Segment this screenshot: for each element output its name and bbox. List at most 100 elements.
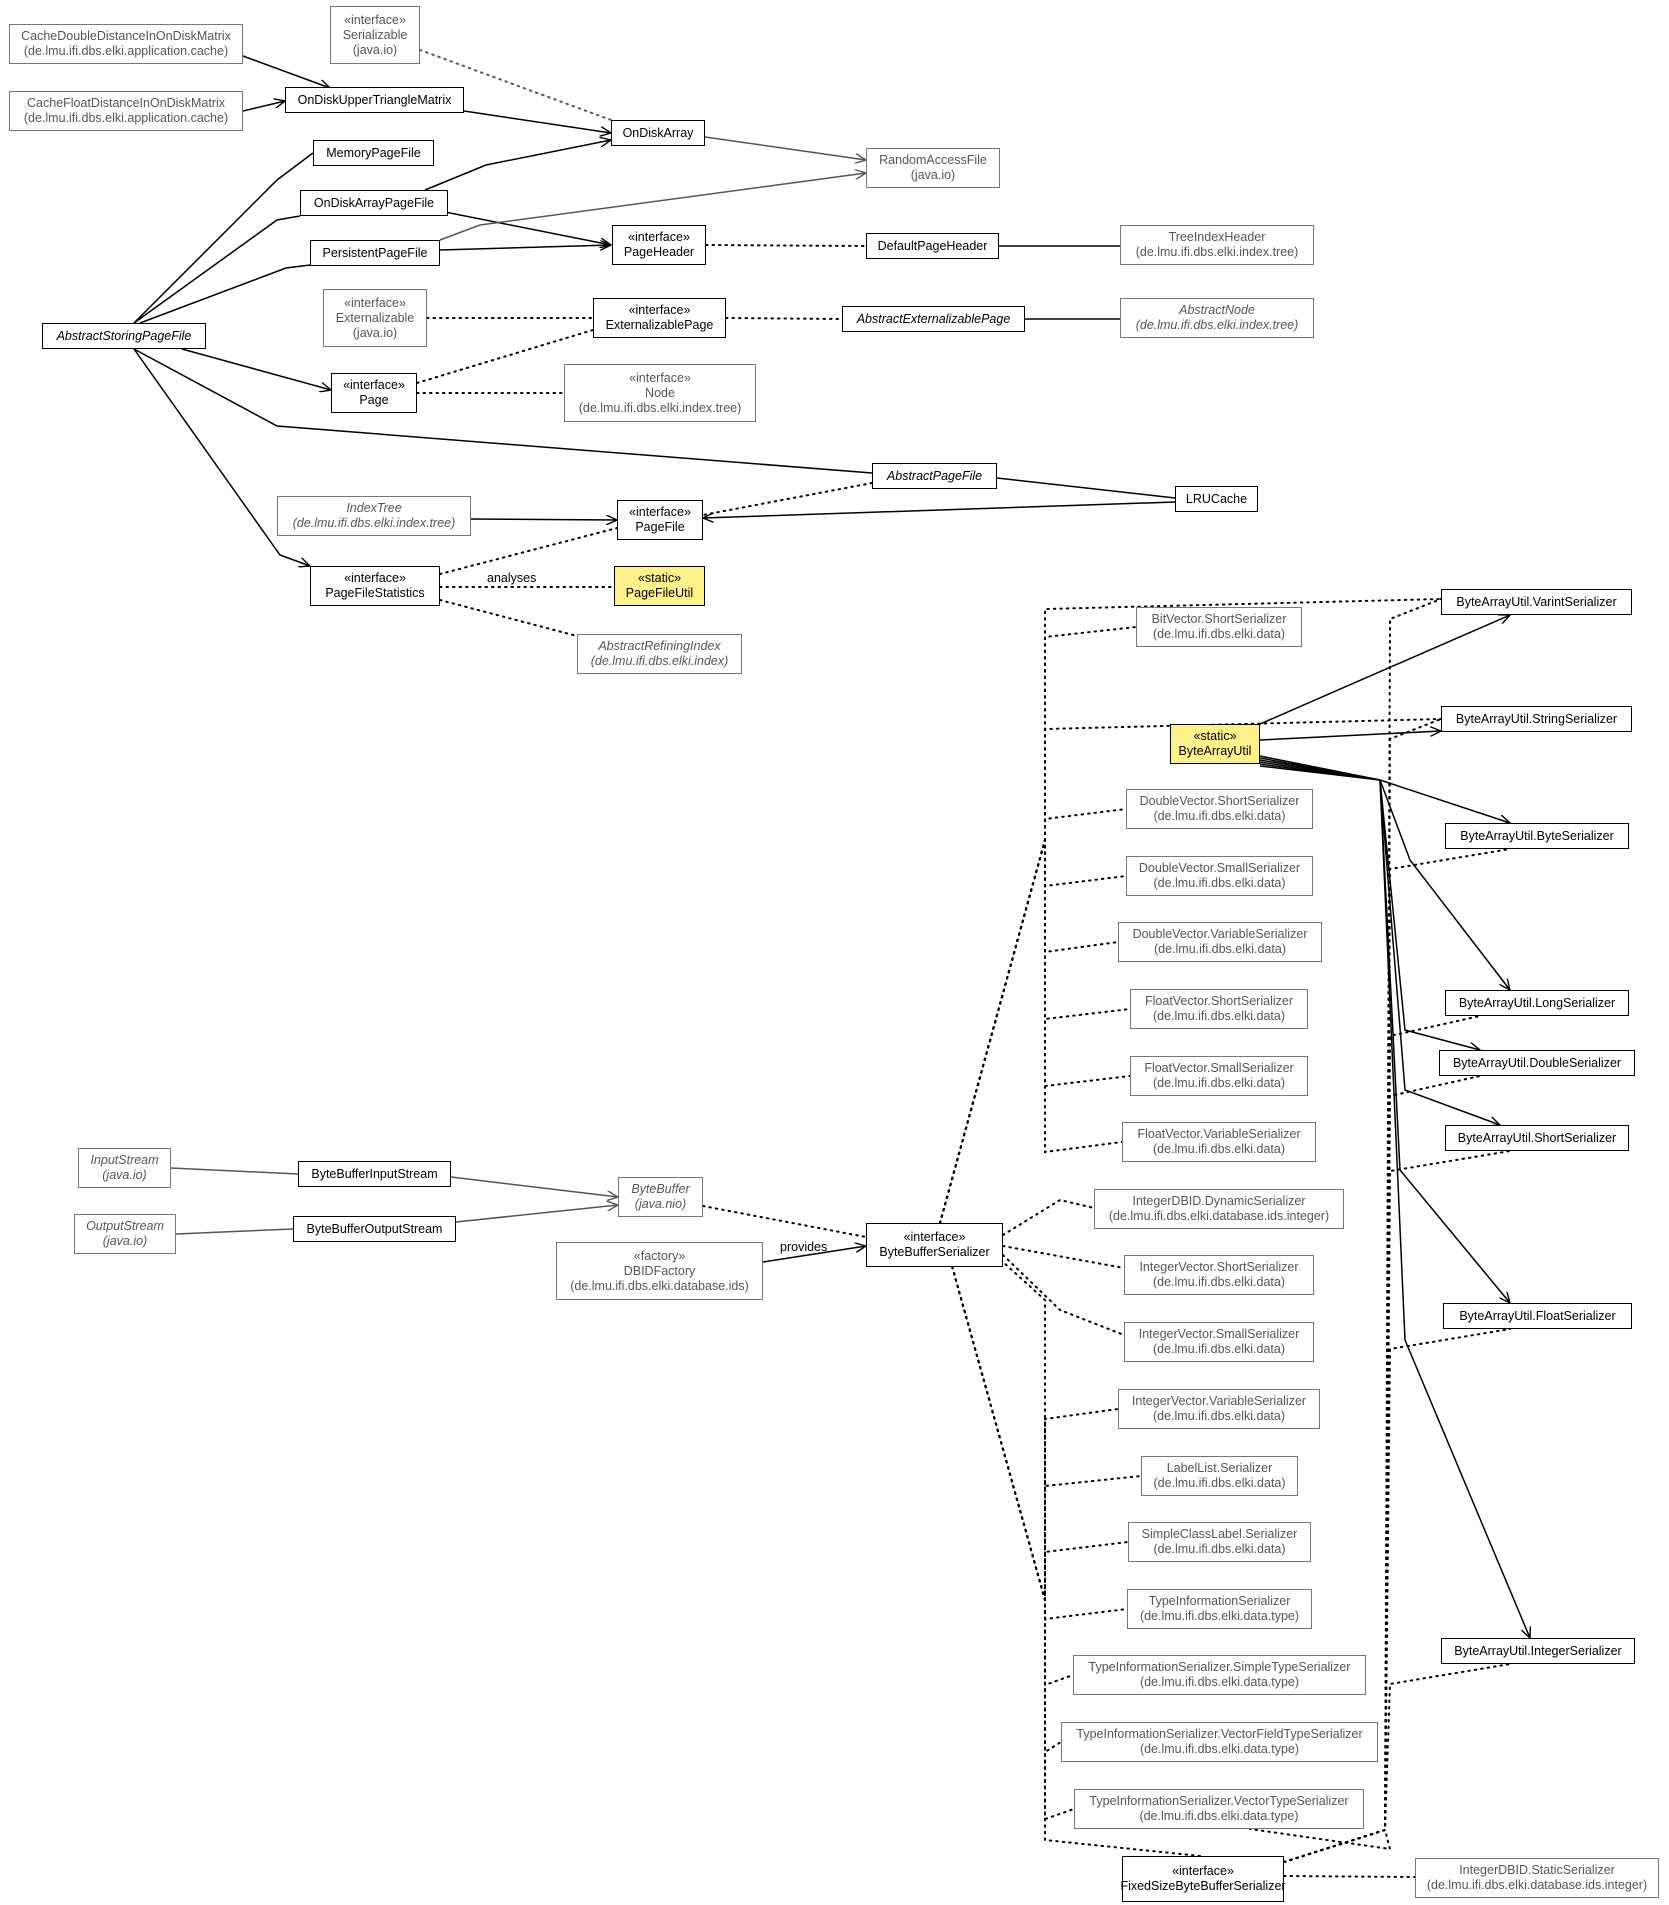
class-node-line: «interface» <box>1172 1864 1234 1878</box>
class-node-abstract-node: AbstractNode(de.lmu.ifi.dbs.elki.index.t… <box>1120 298 1314 338</box>
class-node-line: ByteArrayUtil.VarintSerializer <box>1456 594 1617 609</box>
class-node-line: OutputStream <box>86 1219 164 1233</box>
class-node-line: (de.lmu.ifi.dbs.elki.data.type) <box>1139 1809 1299 1823</box>
edge-bau-long <box>1259 757 1510 990</box>
class-node-line: PageFileUtil <box>625 586 694 600</box>
class-node-on-disk-upper: OnDiskUpperTriangleMatrix <box>285 87 464 113</box>
edge-asp-page <box>181 348 331 390</box>
class-node-line: (de.lmu.ifi.dbs.elki.data) <box>1152 1142 1285 1156</box>
class-node-line: (de.lmu.ifi.dbs.elki.data) <box>1152 1076 1285 1090</box>
class-node-line: Page <box>359 393 389 407</box>
edge-bau-short <box>1259 761 1500 1125</box>
class-node-line: BitVector.ShortSerializer <box>1151 612 1287 626</box>
class-node-input-stream: InputStream(java.io) <box>78 1148 171 1188</box>
class-node-line: TypeInformationSerializer.VectorTypeSeri… <box>1089 1794 1349 1808</box>
class-node-line: «static» <box>1193 729 1237 743</box>
class-node-float-serializer: ByteArrayUtil.FloatSerializer <box>1443 1303 1632 1329</box>
class-node-line: «interface» <box>344 571 406 585</box>
edge-bbs-intvecsmall <box>1002 1254 1125 1336</box>
edge-bbs-integer-vector-variable <box>939 1222 1119 1601</box>
class-node-line: TypeInformationSerializer.SimpleTypeSeri… <box>1088 1660 1351 1674</box>
edge-cache-double-upper <box>231 51 330 88</box>
edge-label-provides: provides <box>780 1240 828 1254</box>
class-node-on-disk-array-page-file: OnDiskArrayPageFile <box>300 190 448 216</box>
edge-label-analyses: analyses <box>487 571 537 585</box>
edge-serializable-ondiskarray <box>419 49 612 121</box>
edge-extpage-abstractextpage <box>725 317 843 320</box>
class-node-abstract-page-file: AbstractPageFile <box>872 463 997 489</box>
edge-fixed-type-info-vector <box>1249 1828 1392 1863</box>
edge-fixedsize-dbidstatic <box>1283 1875 1416 1878</box>
class-node-line: «interface» <box>628 303 691 317</box>
class-node-line: RandomAccessFile <box>879 153 987 167</box>
class-node-line: AbstractRefiningIndex <box>598 639 721 653</box>
class-node-line: (de.lmu.ifi.dbs.elki.index.tree) <box>578 400 742 415</box>
edge-dbidfactory-bbserializer <box>762 1246 866 1263</box>
class-node-abstract-refining-index: AbstractRefiningIndex(de.lmu.ifi.dbs.elk… <box>577 634 742 674</box>
edge-abstractpagefile-lru <box>996 477 1176 499</box>
edge-pageheader-default <box>705 244 867 247</box>
class-node-line: (de.lmu.ifi.dbs.elki.data) <box>1153 1476 1286 1490</box>
class-node-type-info-vector-field: TypeInformationSerializer.VectorFieldTyp… <box>1061 1722 1378 1762</box>
class-node-line: LabelList.Serializer <box>1166 1461 1273 1475</box>
class-node-line: (de.lmu.ifi.dbs.elki.data) <box>1152 1342 1285 1356</box>
class-node-double-vector-short: DoubleVector.ShortSerializer(de.lmu.ifi.… <box>1126 789 1313 829</box>
edge-bbs-type-info-serializer <box>939 1222 1128 1621</box>
class-node-line: (de.lmu.ifi.dbs.elki.data) <box>1152 627 1285 641</box>
edge-abstractpagefile-pagefile <box>702 482 873 516</box>
class-node-index-tree: IndexTree(de.lmu.ifi.dbs.elki.index.tree… <box>277 496 471 536</box>
class-node-line: «factory» <box>633 1248 686 1263</box>
class-node-line: (de.lmu.ifi.dbs.elki.database.ids) <box>570 1278 749 1293</box>
class-node-default-page-header: DefaultPageHeader <box>866 233 999 259</box>
class-node-line: AbstractNode <box>1179 303 1255 317</box>
class-node-line: Node <box>645 385 675 400</box>
class-node-integer-dbid-dynamic: IntegerDBID.DynamicSerializer(de.lmu.ifi… <box>1094 1189 1344 1229</box>
class-node-line: (java.io) <box>102 1234 148 1248</box>
edge-upper-ondiskarray <box>463 110 611 133</box>
edge-ondiskarraypagefile-pageheader <box>434 209 611 245</box>
class-node-line: (de.lmu.ifi.dbs.elki.index) <box>590 654 729 668</box>
class-node-line: FloatVector.VariableSerializer <box>1137 1127 1301 1141</box>
class-node-bit-vector-short: BitVector.ShortSerializer(de.lmu.ifi.dbs… <box>1136 607 1302 647</box>
class-node-line: ByteBufferSerializer <box>879 1245 990 1259</box>
class-node-line: SimpleClassLabel.Serializer <box>1141 1527 1298 1541</box>
edge-persistent-raf <box>439 173 866 241</box>
class-node-float-vector-short: FloatVector.ShortSerializer(de.lmu.ifi.d… <box>1130 989 1308 1029</box>
edge-fixed-bbs <box>1002 1261 1201 1857</box>
class-node-line: (de.lmu.ifi.dbs.elki.data) <box>1153 809 1286 823</box>
class-node-line: «static» <box>637 571 682 585</box>
class-node-line: InputStream <box>90 1153 159 1167</box>
class-node-line: ByteArrayUtil.IntegerSerializer <box>1454 1643 1622 1658</box>
class-node-line: DoubleVector.SmallSerializer <box>1138 861 1301 875</box>
class-node-line: ExternalizablePage <box>605 318 714 332</box>
class-node-line: PageFileStatistics <box>325 586 425 600</box>
class-node-serializable: «interface»Serializable(java.io) <box>330 6 420 64</box>
class-node-float-vector-variable: FloatVector.VariableSerializer(de.lmu.if… <box>1122 1122 1316 1162</box>
class-node-line: OnDiskArrayPageFile <box>313 195 435 210</box>
class-node-line: (de.lmu.ifi.dbs.elki.database.ids.intege… <box>1108 1209 1330 1223</box>
class-node-externalizable: «interface»Externalizable(java.io) <box>323 289 427 347</box>
edge-bbs-dbiddynamic <box>1002 1198 1095 1236</box>
class-node-byte-buffer-input-stream: ByteBufferInputStream <box>298 1161 451 1187</box>
edge-asp-persistent <box>139 264 311 324</box>
class-node-line: (de.lmu.ifi.dbs.elki.database.ids.intege… <box>1426 1878 1648 1892</box>
class-node-on-disk-array: OnDiskArray <box>611 120 705 146</box>
class-node-page: «interface»Page <box>331 373 417 413</box>
edge-bau-string <box>1259 731 1441 741</box>
edge-asp-memory <box>133 152 314 324</box>
class-node-line: «interface» <box>903 1230 966 1244</box>
class-node-line: (java.io) <box>352 42 398 57</box>
class-node-externalizable-page: «interface»ExternalizablePage <box>593 298 726 338</box>
class-node-type-info-simple: TypeInformationSerializer.SimpleTypeSeri… <box>1073 1655 1366 1695</box>
class-node-line: PageHeader <box>623 245 695 259</box>
edge-statistics-pagefile <box>439 527 618 575</box>
class-node-memory-page-file: MemoryPageFile <box>313 140 434 166</box>
class-node-line: ByteArrayUtil.StringSerializer <box>1455 711 1618 726</box>
class-node-double-vector-small: DoubleVector.SmallSerializer(de.lmu.ifi.… <box>1126 856 1313 896</box>
class-node-line: ByteBufferInputStream <box>311 1166 438 1181</box>
class-node-integer-dbid-static: IntegerDBID.StaticSerializer(de.lmu.ifi.… <box>1415 1858 1659 1898</box>
class-node-random-access-file: RandomAccessFile(java.io) <box>866 148 1000 188</box>
class-node-line: (java.io) <box>910 168 956 182</box>
class-node-lru-cache: LRUCache <box>1175 486 1258 512</box>
